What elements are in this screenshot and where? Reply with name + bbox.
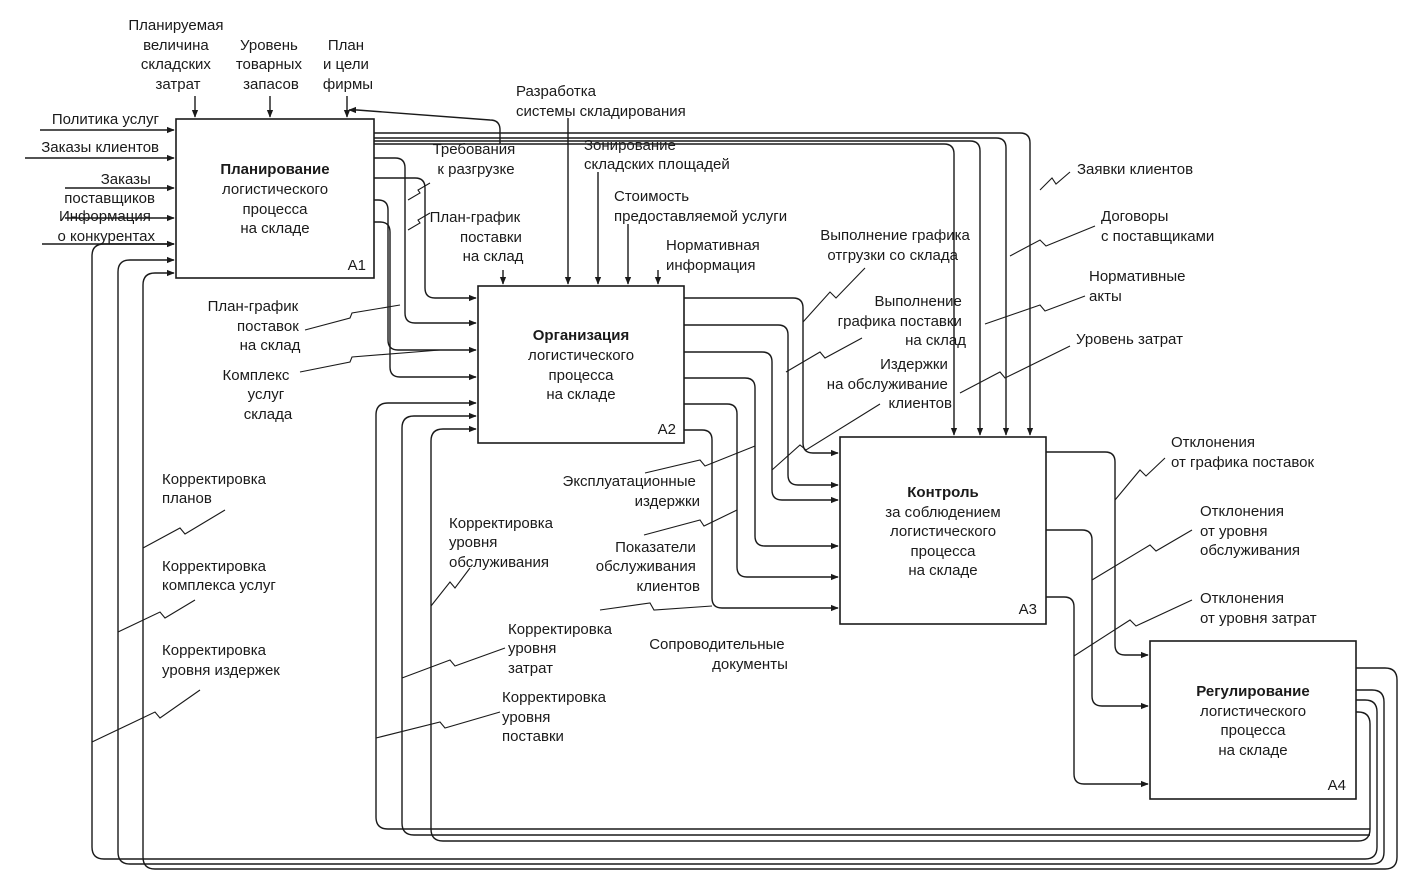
- label-corr-cost-level: Корректировка уровня затрат: [508, 621, 616, 677]
- a1-controls: [191, 96, 351, 118]
- box-a3-title: Контроль: [907, 484, 978, 501]
- label-storage-dev: Разработка системы складирования: [516, 83, 686, 120]
- box-a1-line: логистического: [222, 181, 328, 198]
- a3-outputs: [1046, 451, 1149, 788]
- box-a3-line: за соблюдением: [885, 504, 1000, 521]
- box-a2: Организация логистического процесса на с…: [477, 285, 685, 444]
- box-a1: Планирование логистического процесса на …: [175, 118, 375, 279]
- label-service-policy: Политика услуг: [52, 111, 160, 128]
- label-service-complex: Комплекс услуг склада: [222, 367, 293, 423]
- label-stock-level: Уровень товарных запасов: [236, 37, 306, 93]
- box-a3: Контроль за соблюдением логистического п…: [839, 436, 1047, 625]
- box-a1-line: на складе: [240, 220, 309, 237]
- label-operating-costs: Эксплуатационные издержки: [563, 473, 700, 510]
- labels: Планируемая величина складских затрат Ур…: [41, 17, 1317, 745]
- box-a3-line: логистического: [890, 523, 996, 540]
- box-a2-id: А2: [658, 421, 676, 438]
- label-delivery-plan-left: План-график поставок на склад: [208, 298, 303, 354]
- label-dev-service: Отклонения от уровня обслуживания: [1200, 503, 1300, 559]
- label-zoning: Зонирование складских площадей: [584, 137, 730, 173]
- label-shipment-exec: Выполнение графика отгрузки со склада: [820, 227, 974, 264]
- label-service-costs: Издержки на обслуживание клиентов: [827, 356, 952, 412]
- box-a2-line: логистического: [528, 347, 634, 364]
- box-a3-line: процесса: [911, 543, 977, 560]
- box-a4: Регулирование логистического процесса на…: [1149, 640, 1357, 800]
- box-a4-title: Регулирование: [1196, 683, 1309, 700]
- box-a4-line: процесса: [1221, 722, 1287, 739]
- label-accompanying-docs: Сопроводительные документы: [649, 636, 789, 673]
- label-delivery-schedule-a1: План-график поставки на склад: [430, 209, 526, 265]
- box-a1-title: Планирование: [220, 161, 329, 178]
- label-corr-complex: Корректировка комплекса услуг: [162, 558, 276, 594]
- label-dev-costs: Отклонения от уровня затрат: [1200, 590, 1317, 627]
- box-a2-title: Организация: [533, 327, 630, 344]
- label-corr-delivery-level: Корректировка уровня поставки: [502, 689, 610, 745]
- label-firm-plan: План и цели фирмы: [323, 37, 373, 93]
- label-norm-acts: Нормативные акты: [1089, 268, 1190, 305]
- box-a3-line: на складе: [908, 562, 977, 579]
- label-cost-level: Уровень затрат: [1076, 331, 1183, 348]
- label-dev-schedule: Отклонения от графика поставок: [1171, 434, 1314, 471]
- box-a4-id: А4: [1328, 777, 1346, 794]
- a2-controls: [499, 118, 662, 285]
- label-supplier-orders: Заказы поставщиков: [64, 171, 155, 207]
- label-squiggles: [91, 171, 1193, 743]
- box-a4-line: логистического: [1200, 703, 1306, 720]
- a4-feedback: [91, 240, 1398, 870]
- box-a1-line: процесса: [243, 201, 309, 218]
- label-client-orders: Заказы клиентов: [41, 139, 159, 156]
- label-service-cost: Стоимость предоставляемой услуги: [614, 188, 787, 225]
- box-a2-line: на складе: [546, 386, 615, 403]
- box-a4-line: на складе: [1218, 742, 1287, 759]
- label-supplier-contracts: Договоры с поставщиками: [1101, 208, 1214, 245]
- label-norm-info: Нормативная информация: [666, 237, 764, 274]
- label-service-indicators: Показатели обслуживания клиентов: [596, 539, 700, 595]
- box-a2-line: процесса: [549, 367, 615, 384]
- label-client-requests: Заявки клиентов: [1077, 161, 1193, 178]
- label-planned-costs: Планируемая величина складских затрат: [128, 17, 227, 93]
- label-competitor-info: Информация о конкурентах: [58, 208, 156, 245]
- label-corr-plans: Корректировка планов: [162, 471, 270, 507]
- a1-outputs: [348, 106, 1034, 436]
- label-delivery-exec: Выполнение графика поставки на склад: [838, 293, 967, 349]
- label-unloading-req: Требования к разгрузке: [433, 141, 520, 178]
- a2-outputs: [684, 297, 839, 612]
- box-a1-id: А1: [348, 257, 366, 274]
- label-corr-service-level: Корректировка уровня обслуживания: [449, 515, 557, 571]
- box-a3-id: А3: [1019, 601, 1037, 618]
- label-corr-costs-level: Корректировка уровня издержек: [162, 642, 280, 679]
